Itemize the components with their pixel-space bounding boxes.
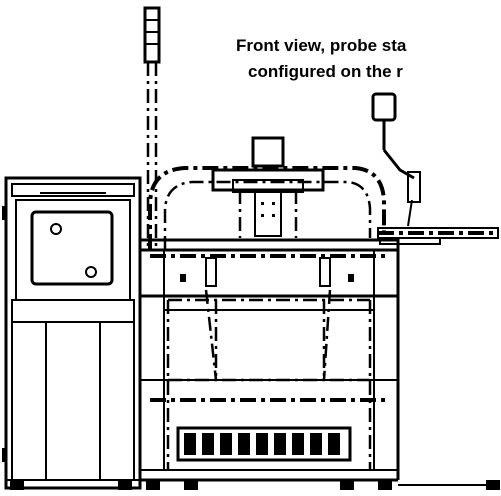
prober-table (138, 238, 400, 298)
caption-line-1: Front view, probe sta (236, 36, 407, 55)
bottom-grille (176, 426, 352, 462)
head-plate-arch (148, 166, 386, 250)
microscope-assembly (211, 136, 325, 238)
casters (10, 480, 500, 490)
controller-cabinet (2, 176, 142, 490)
caption-line-2: configured on the r (248, 62, 403, 81)
monitor-arm (371, 92, 421, 227)
lower-frame (138, 250, 400, 482)
side-shelf (377, 227, 499, 245)
